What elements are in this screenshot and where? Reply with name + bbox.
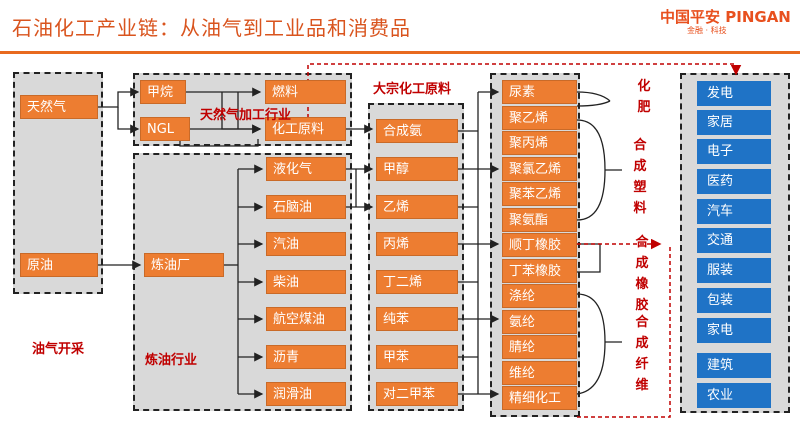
pharmaceuticals-node: 医药 bbox=[697, 169, 771, 194]
chem-feedstock-node: 化工原料 bbox=[265, 117, 346, 141]
spandex-node: 氨纶 bbox=[502, 310, 577, 334]
agriculture-node: 农业 bbox=[697, 383, 771, 408]
refinery-node: 炼油厂 bbox=[144, 253, 224, 277]
power-generation-node: 发电 bbox=[697, 81, 771, 106]
electronics-node: 电子 bbox=[697, 139, 771, 164]
lpg-node: 液化气 bbox=[266, 157, 346, 181]
naphtha-node: 石脑油 bbox=[266, 195, 346, 219]
page-title: 石油化工产业链：从油气到工业品和消费品 bbox=[12, 16, 411, 40]
gasoline-node: 汽油 bbox=[266, 232, 346, 256]
pvc-node: 聚氯乙烯 bbox=[502, 157, 577, 181]
packaging-node: 包装 bbox=[697, 288, 771, 313]
refining-label: 炼油行业 bbox=[145, 353, 198, 368]
automobiles-node: 汽车 bbox=[697, 199, 771, 224]
logo-tagline: 金融 · 科技 bbox=[687, 26, 727, 35]
methanol-node: 甲醇 bbox=[376, 157, 458, 181]
home-appliances-node: 家电 bbox=[697, 318, 771, 343]
methane-node: 甲烷 bbox=[140, 80, 186, 104]
logo-text: 中国平安 PINGAN bbox=[660, 8, 791, 26]
extraction-label: 油气开采 bbox=[32, 342, 85, 357]
gas-processing-label: 天然气加工行业 bbox=[200, 108, 292, 123]
rubber-group-label: 合成橡胶 bbox=[635, 235, 649, 313]
header-divider bbox=[0, 51, 800, 54]
urea-node: 尿素 bbox=[502, 80, 577, 104]
ngl-node: NGL bbox=[140, 117, 190, 141]
butadiene-node: 丁二烯 bbox=[376, 270, 458, 294]
vinylon-node: 维纶 bbox=[502, 361, 577, 385]
toluene-node: 甲苯 bbox=[376, 345, 458, 369]
polystyrene-node: 聚苯乙烯 bbox=[502, 182, 577, 206]
home-furnishing-node: 家居 bbox=[697, 110, 771, 135]
polypropylene-node: 聚丙烯 bbox=[502, 131, 577, 155]
diesel-node: 柴油 bbox=[266, 270, 346, 294]
lubricant-node: 润滑油 bbox=[266, 382, 346, 406]
asphalt-node: 沥青 bbox=[266, 345, 346, 369]
propylene-node: 丙烯 bbox=[376, 232, 458, 256]
plastics-group-label: 合成塑料 bbox=[633, 138, 647, 216]
construction-node: 建筑 bbox=[697, 353, 771, 378]
polyethylene-node: 聚乙烯 bbox=[502, 106, 577, 130]
paraxylene-node: 对二甲苯 bbox=[376, 382, 458, 406]
transportation-node: 交通 bbox=[697, 228, 771, 253]
polyester-fiber-node: 涤纶 bbox=[502, 284, 577, 308]
apparel-node: 服装 bbox=[697, 258, 771, 283]
polybutadiene-rubber-node: 顺丁橡胶 bbox=[502, 233, 577, 257]
fiber-group-label: 合成纤维 bbox=[635, 315, 649, 393]
natural-gas-node: 天然气 bbox=[20, 95, 98, 119]
acrylic-fiber-node: 腈纶 bbox=[502, 335, 577, 359]
ethylene-node: 乙烯 bbox=[376, 195, 458, 219]
fuel-node: 燃料 bbox=[265, 80, 346, 104]
fertilizer-group-label: 化肥 bbox=[637, 79, 651, 115]
bulk-chemicals-label: 大宗化工原料 bbox=[373, 82, 452, 97]
ammonia-node: 合成氨 bbox=[376, 119, 458, 143]
jet-fuel-node: 航空煤油 bbox=[266, 307, 346, 331]
benzene-node: 纯苯 bbox=[376, 307, 458, 331]
crude-oil-node: 原油 bbox=[20, 253, 98, 277]
sbr-rubber-node: 丁苯橡胶 bbox=[502, 259, 577, 283]
polyurethane-node: 聚氨酯 bbox=[502, 208, 577, 232]
ping-an-logo: 中国平安 PINGAN 金融 · 科技 bbox=[660, 6, 794, 36]
fine-chemicals-node: 精细化工 bbox=[502, 386, 577, 410]
